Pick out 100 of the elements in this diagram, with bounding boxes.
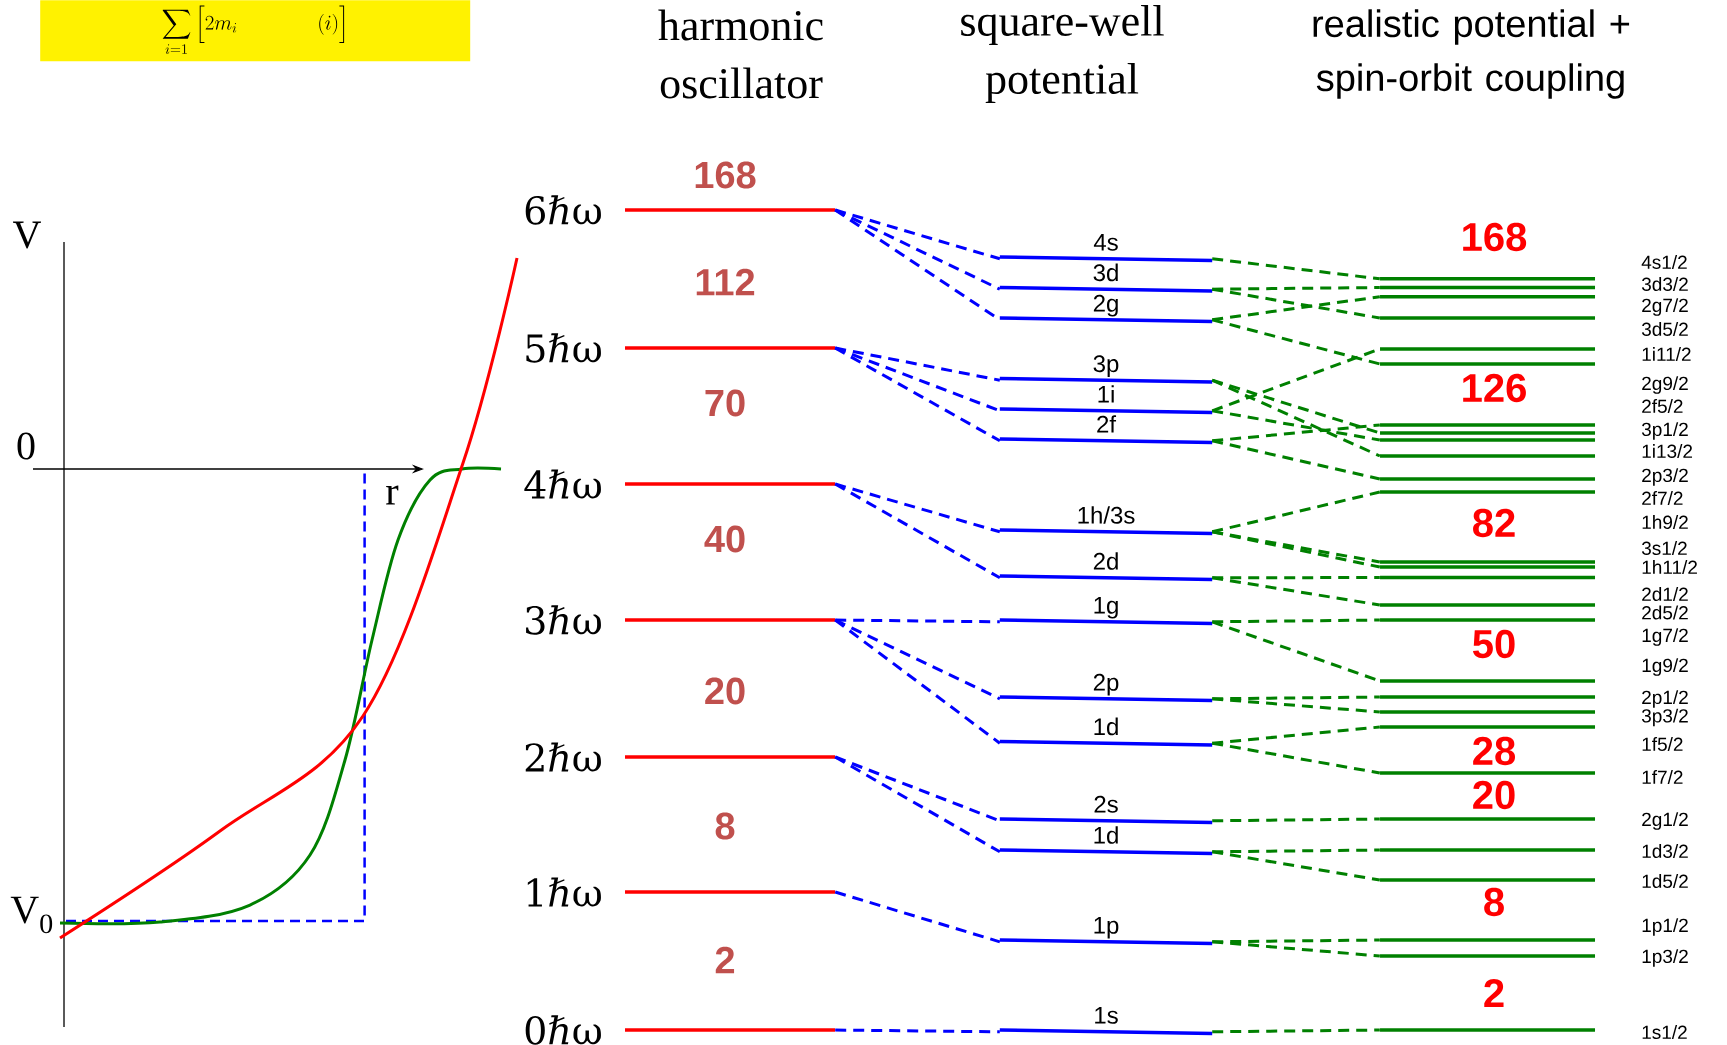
- dashed-connector: [1211, 439, 1381, 481]
- energy-level: 2g: [999, 294, 1213, 324]
- dashed-connector: [1211, 490, 1381, 534]
- energy-level: 1i: [999, 385, 1213, 415]
- magic-number: 70: [705, 389, 745, 417]
- energy-level: 1g: [999, 597, 1213, 626]
- dashed-connector: [834, 482, 1001, 534]
- dashed-connector: [1212, 695, 1380, 701]
- dashed-connector: [1212, 725, 1380, 745]
- energy-level: 4s: [999, 234, 1213, 263]
- dashed-connector: [1212, 295, 1381, 322]
- level-label: 3p3/2: [1641, 708, 1688, 727]
- dashed-connector: [1212, 1028, 1380, 1034]
- magic-number: 8: [1484, 887, 1504, 917]
- level-label: 6ℏω: [525, 195, 601, 225]
- level-label: 1g7/2: [1642, 628, 1688, 646]
- level-label: 1d3/2: [1642, 844, 1688, 858]
- dashed-connector: [1211, 287, 1381, 320]
- energy-level: 2p: [999, 673, 1213, 703]
- dashed-connector: [1211, 741, 1381, 775]
- column-heading: realistic potential + spin-orbit coupling: [1313, 9, 1630, 99]
- level-label: 3d5/2: [1641, 322, 1688, 336]
- dashed-connector: [1211, 850, 1381, 882]
- dashed-connector: [834, 890, 1001, 944]
- dashed-connector: [834, 208, 1001, 291]
- magic-number: 20: [1473, 780, 1515, 810]
- level-label: 1p3/2: [1642, 949, 1688, 967]
- column-heading: square-well potential: [961, 5, 1164, 103]
- level-label: 4ℏω: [524, 469, 601, 499]
- level-label: 1ℏω: [527, 877, 601, 907]
- level-label: 2d1/2: [1642, 587, 1688, 601]
- energy-level: 2s: [999, 795, 1213, 825]
- level-label: 1g9/2: [1642, 658, 1688, 676]
- dashed-connector: [834, 755, 1001, 854]
- level-label: 1h9/2: [1642, 515, 1688, 529]
- magic-number: 20: [705, 677, 745, 705]
- dashed-connector: [1212, 576, 1380, 580]
- energy-level: 1d: [999, 717, 1213, 747]
- level-label: 3s1/2: [1641, 541, 1687, 555]
- energy-level: 1s: [999, 1007, 1213, 1036]
- dashed-connector: [835, 1028, 1000, 1034]
- dashed-connector: [1212, 817, 1380, 823]
- energy-level: 2f: [999, 415, 1213, 445]
- dashed-connector: [1211, 378, 1381, 458]
- dashed-connector: [1211, 409, 1381, 442]
- level-label: 1i13/2: [1642, 444, 1692, 458]
- dashed-connector: [1211, 318, 1381, 366]
- energy-level: 1h/3s: [999, 506, 1213, 536]
- level-label: 1i11/2: [1642, 347, 1691, 361]
- level-label: 1d5/2: [1642, 874, 1688, 888]
- magic-number: 168: [1463, 222, 1527, 252]
- level-label: 2ℏω: [525, 742, 601, 772]
- energy-level: 1p: [999, 917, 1213, 946]
- energy-level: 1d: [999, 826, 1213, 856]
- magic-number: 28: [1473, 736, 1515, 766]
- axis-label: V: [13, 221, 41, 249]
- dashed-connector: [835, 618, 1000, 624]
- level-label: 2f5/2: [1642, 399, 1683, 413]
- column-heading: harmonic oscillator: [658, 9, 823, 99]
- magic-number: 40: [704, 525, 745, 553]
- magic-number: 168: [695, 161, 756, 189]
- magic-number: 2: [1484, 979, 1504, 1007]
- level-label: 1f7/2: [1642, 770, 1683, 784]
- formula-box: $\sum_{i=1}\Big[2m_i \qquad\qquad (i)\Big]$: [40, 0, 471, 62]
- level-label: 5ℏω: [526, 333, 601, 363]
- dashed-connector: [834, 346, 1001, 443]
- level-label: 3ℏω: [526, 605, 601, 635]
- magic-number: 2: [715, 946, 735, 974]
- level-label: 1p1/2: [1642, 918, 1688, 936]
- dashed-connector: [834, 482, 1001, 580]
- level-label: 1s1/2: [1642, 1025, 1687, 1039]
- dashed-connector: [1212, 618, 1380, 624]
- energy-level: 2d: [999, 552, 1213, 582]
- level-label: 4s1/2: [1641, 255, 1687, 269]
- level-label: 2g1/2: [1642, 812, 1688, 830]
- dashed-connector: [1212, 423, 1380, 443]
- level-label: 2g9/2: [1642, 376, 1688, 394]
- dashed-connector: [834, 618, 1001, 745]
- energy-level: 3d: [999, 263, 1213, 293]
- dashed-connector: [1212, 940, 1380, 958]
- magic-number: 112: [696, 268, 755, 296]
- dashed-connector: [1212, 257, 1380, 281]
- magic-number: 50: [1473, 629, 1515, 659]
- dashed-connector: [834, 618, 1001, 701]
- level-label: 3p1/2: [1641, 422, 1688, 440]
- level-label: 1f5/2: [1642, 737, 1683, 751]
- level-label: 3d3/2: [1641, 277, 1688, 291]
- level-label: 2d5/2: [1642, 605, 1688, 620]
- energy-level: 3p: [999, 355, 1213, 384]
- axis-label: r: [386, 485, 399, 505]
- dashed-connector: [1212, 697, 1380, 714]
- magic-number: 8: [715, 812, 735, 840]
- level-label: 1h11/2: [1642, 560, 1697, 574]
- level-label: 0ℏω: [525, 1015, 601, 1045]
- level-label: 2p1/2: [1642, 690, 1688, 708]
- magic-number: 82: [1473, 508, 1515, 538]
- magic-number: 126: [1463, 373, 1526, 403]
- level-label: 2g7/2: [1642, 298, 1688, 316]
- dashed-connector: [1212, 938, 1380, 944]
- axis-label: 0: [17, 432, 35, 460]
